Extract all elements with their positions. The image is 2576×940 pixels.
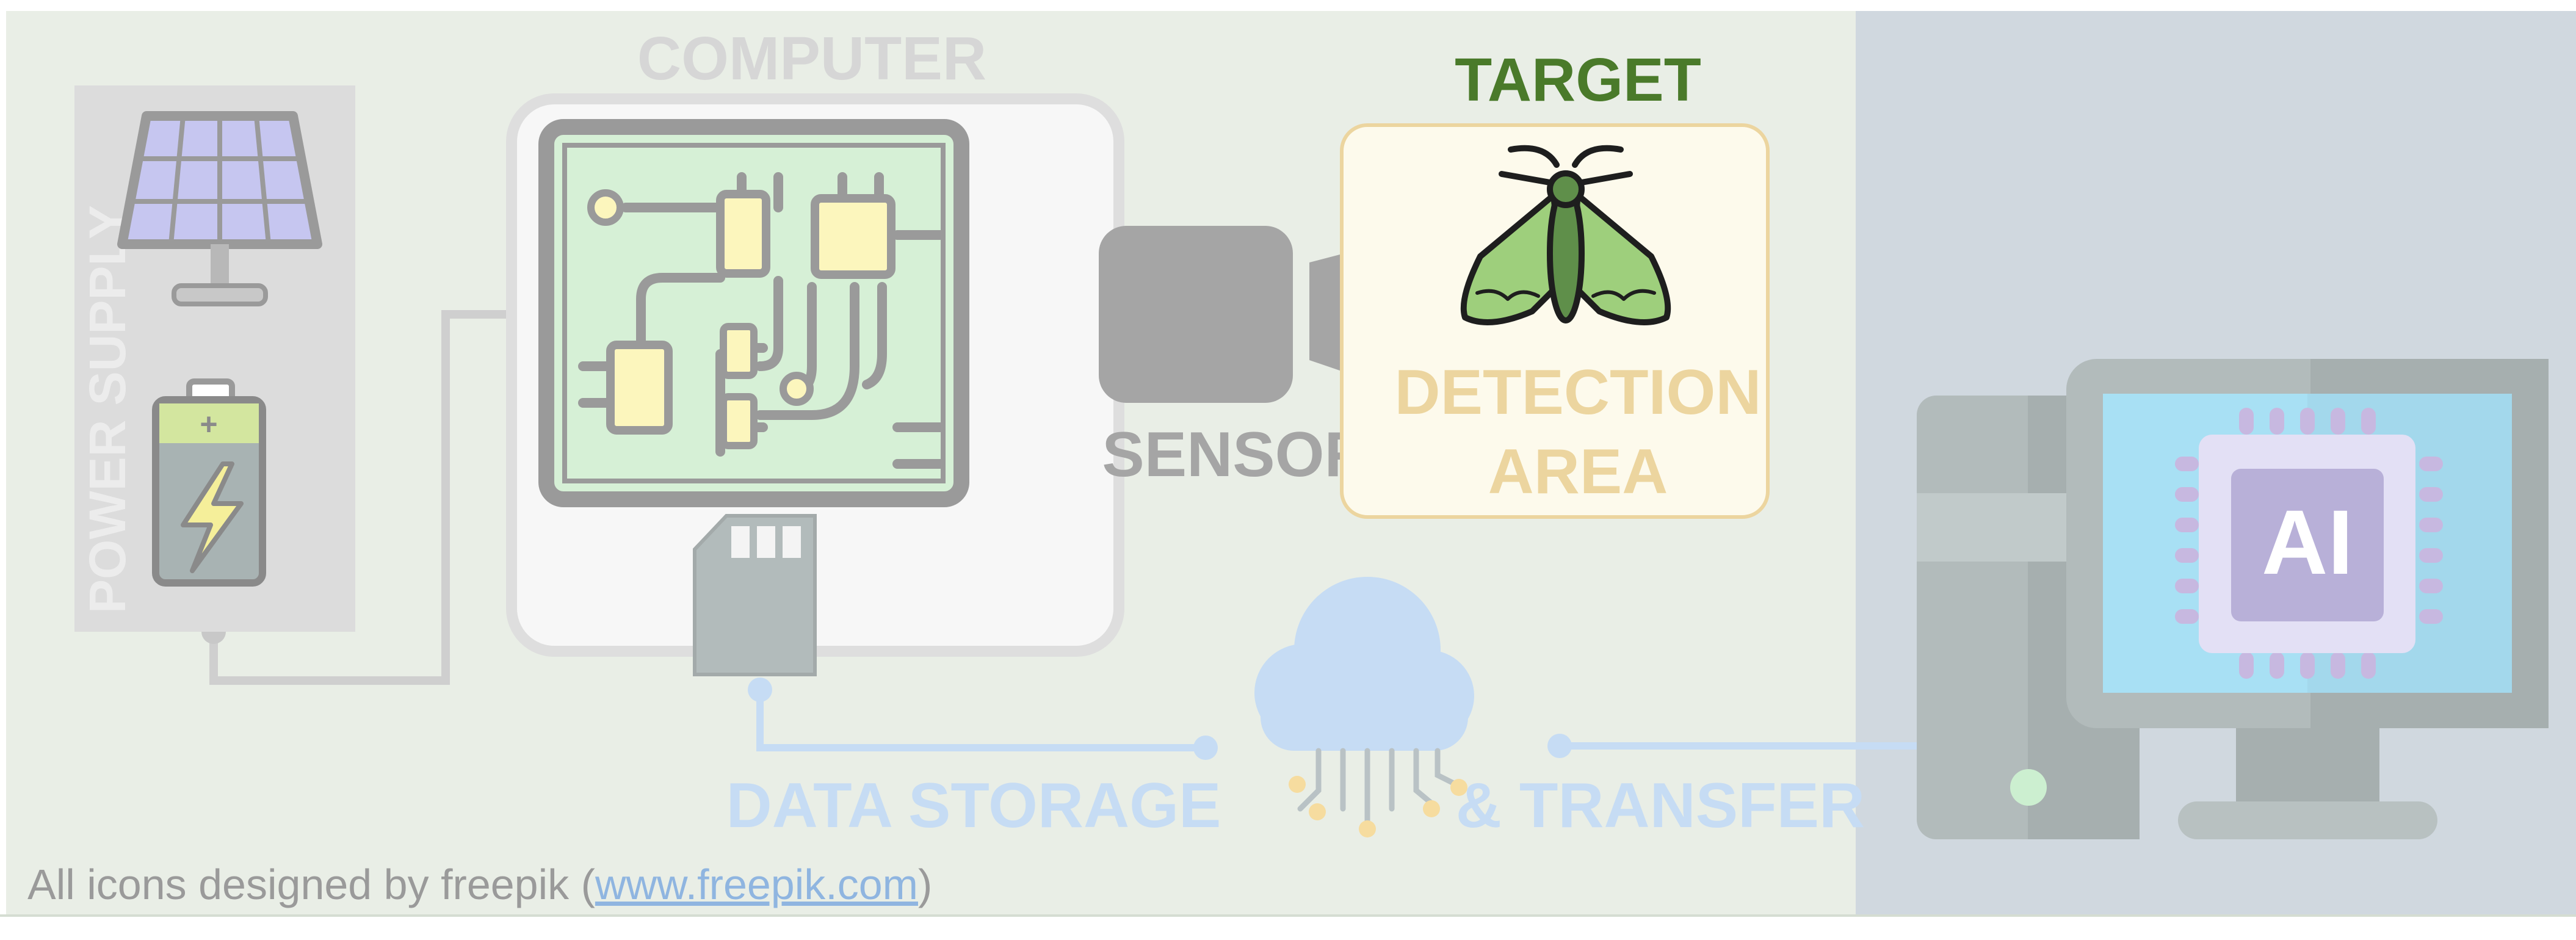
ai-chip-label: AI bbox=[2262, 491, 2353, 593]
circuit-board-icon bbox=[538, 119, 969, 507]
moth-icon bbox=[1460, 145, 1671, 325]
credit-prefix: All icons designed by freepik ( bbox=[27, 861, 595, 908]
sensor-label: SENSOR bbox=[1102, 419, 1370, 490]
computer-label: COMPUTER bbox=[637, 24, 986, 93]
detection-label-line2: AREA bbox=[1488, 436, 1668, 507]
storage-connector-dot bbox=[748, 678, 772, 702]
storage-connector bbox=[756, 690, 1206, 751]
sd-card-icon bbox=[693, 514, 817, 676]
storage-connector-end bbox=[1193, 736, 1218, 760]
credit-suffix: ) bbox=[918, 861, 932, 908]
ai-chip-icon: AI bbox=[2175, 408, 2443, 679]
target-label: TARGET bbox=[1455, 46, 1701, 114]
svg-text:+: + bbox=[200, 407, 217, 441]
data-storage-label: DATA STORAGE bbox=[726, 770, 1221, 841]
cloud-icon bbox=[1254, 577, 1474, 837]
solar-panel-icon bbox=[117, 111, 322, 306]
detection-label-line1: DETECTION bbox=[1395, 357, 1762, 428]
freepik-link[interactable]: www.freepik.com bbox=[595, 861, 918, 908]
detection-area-box bbox=[1340, 123, 1770, 519]
battery-icon: + bbox=[152, 378, 266, 587]
transfer-label: & TRANSFER bbox=[1456, 770, 1865, 841]
power-connector bbox=[209, 310, 540, 685]
credit-line: All icons designed by freepik (www.freep… bbox=[27, 861, 932, 908]
power-supply-label: POWER SUPPLY bbox=[79, 205, 136, 613]
